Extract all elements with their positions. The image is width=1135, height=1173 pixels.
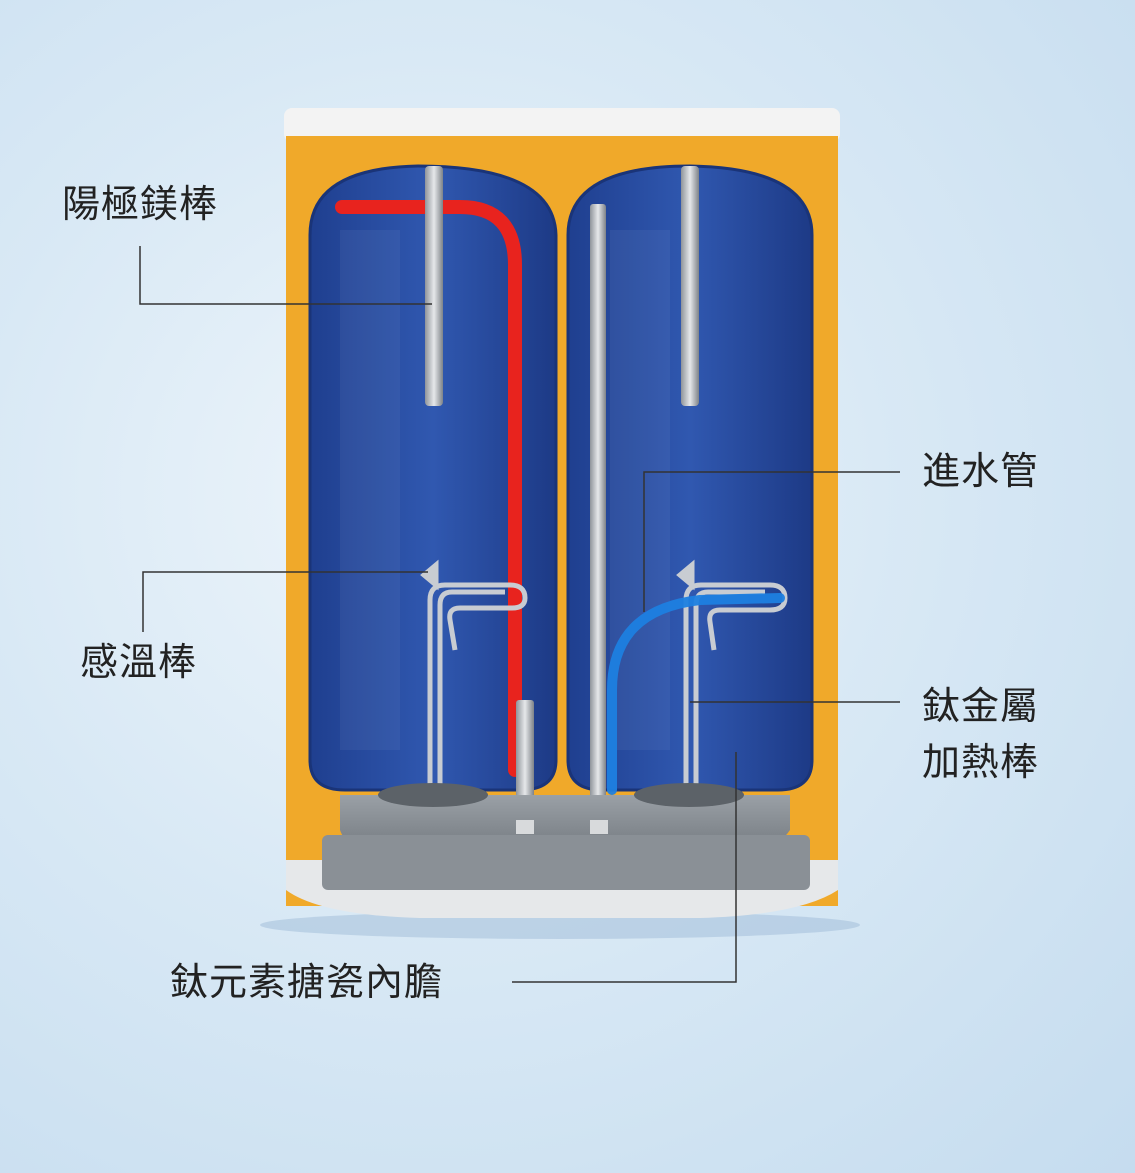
label-temp-sensor: 感溫棒 xyxy=(80,640,198,684)
center-rod xyxy=(590,204,606,844)
label-heating-rod-line1: 鈦金屬 xyxy=(922,684,1040,728)
flange-right xyxy=(634,783,744,807)
floor-shadow xyxy=(260,911,860,939)
base-tray xyxy=(322,835,810,890)
label-inlet-pipe: 進水管 xyxy=(922,449,1040,493)
callout-anode xyxy=(139,246,432,305)
label-anode-rod: 陽極鎂棒 xyxy=(62,182,219,226)
callout-inlet xyxy=(643,471,900,612)
anode-rod-left xyxy=(425,166,443,406)
hot-water-pipe xyxy=(335,200,522,777)
flange-left xyxy=(378,783,488,807)
nut-right xyxy=(590,820,608,834)
cold-water-pipe xyxy=(607,593,785,795)
anode-rod-right xyxy=(681,166,699,406)
callout-sensor xyxy=(142,571,428,632)
label-inner-tank: 鈦元素搪瓷內膽 xyxy=(170,960,444,1004)
callout-lines xyxy=(139,246,900,983)
heating-element-left xyxy=(420,559,528,790)
casing-top xyxy=(284,108,840,142)
right-tank-highlight xyxy=(610,230,670,750)
label-heating-rod-line2: 加熱棒 xyxy=(922,740,1040,784)
callout-tank xyxy=(512,752,737,983)
label-heating-rod: 鈦金屬 加熱棒 xyxy=(922,678,1039,790)
left-tank-highlight xyxy=(340,230,400,750)
left-tank xyxy=(308,164,558,792)
nut-left xyxy=(516,820,534,834)
